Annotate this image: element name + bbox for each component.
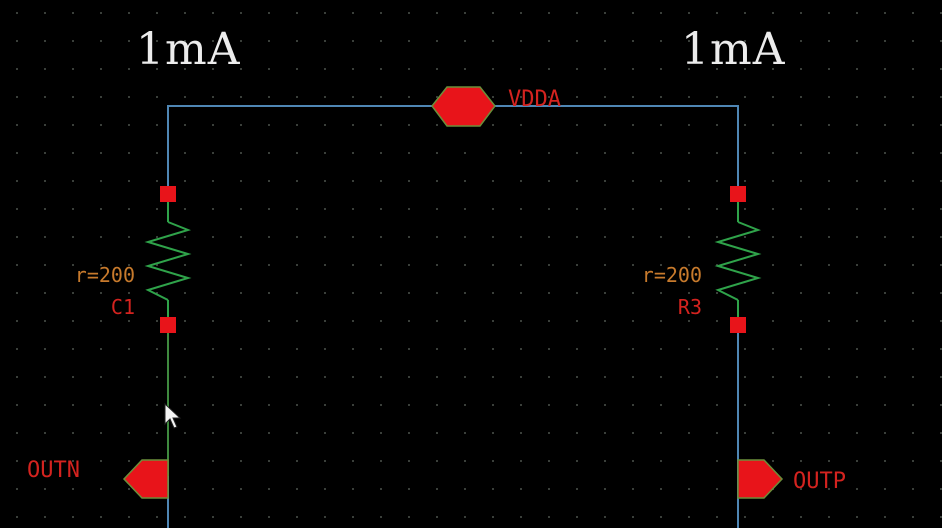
outn-label: OUTN: [27, 458, 80, 483]
mouse-cursor-icon: [164, 402, 182, 429]
left-current-annotation: 1mA: [136, 24, 241, 75]
resistor-r3-pin-top[interactable]: [730, 186, 746, 202]
vdda-pin[interactable]: [431, 86, 496, 127]
wire-vdda-right[interactable]: [492, 105, 739, 194]
resistor-r3-pin-bottom[interactable]: [730, 317, 746, 333]
resistor-c1-pin-bottom[interactable]: [160, 317, 176, 333]
outn-pin[interactable]: [122, 459, 169, 499]
resistor-c1-instance: C1: [111, 295, 135, 319]
right-current-annotation: 1mA: [681, 24, 786, 75]
resistor-r3-zigzag: [714, 221, 762, 301]
resistor-c1[interactable]: [144, 186, 192, 333]
resistor-r3-param: r=200: [642, 263, 702, 287]
resistor-c1-pin-top[interactable]: [160, 186, 176, 202]
resistor-c1-zigzag: [144, 221, 192, 301]
wires: [167, 105, 739, 528]
resistor-c1-param: r=200: [75, 263, 135, 287]
vdda-label: VDDA: [508, 87, 561, 112]
wire-vdda-left[interactable]: [167, 105, 438, 194]
resistor-r3-instance: R3: [678, 295, 702, 319]
resistor-r3[interactable]: [714, 186, 762, 333]
outp-pin[interactable]: [737, 459, 784, 499]
outp-label: OUTP: [793, 469, 846, 494]
